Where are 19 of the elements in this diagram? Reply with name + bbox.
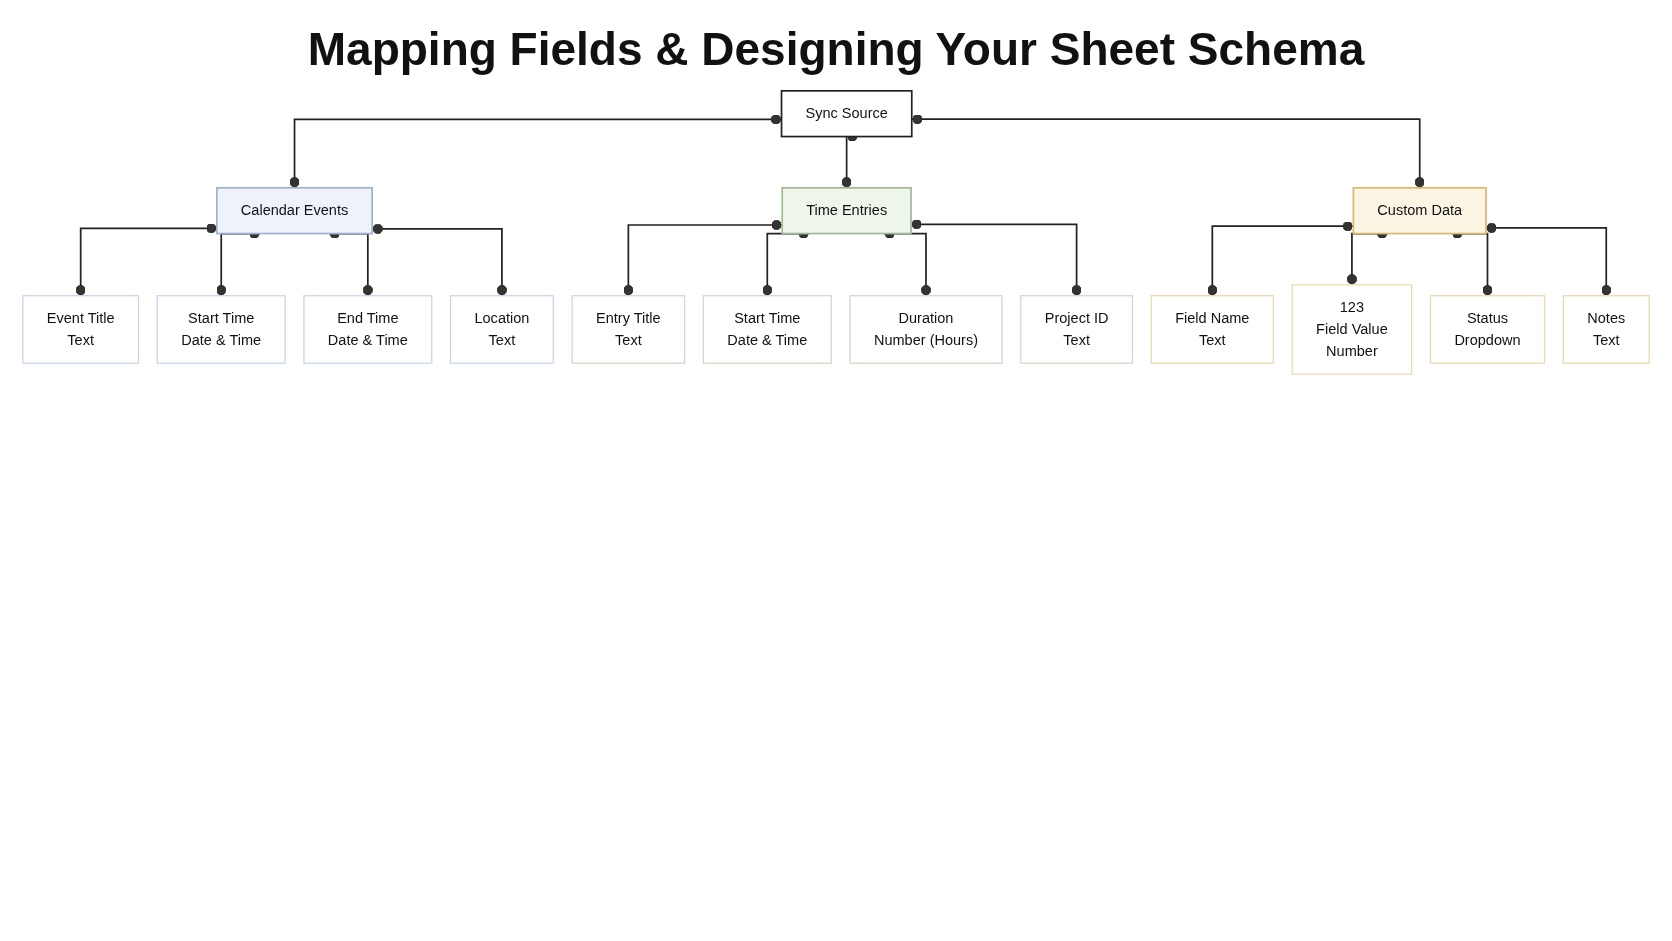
- node-box: 123 Field Value Number: [1291, 284, 1413, 375]
- node-box: Calendar Events: [216, 186, 374, 235]
- connector: [371, 223, 508, 297]
- node-box: Location Text: [449, 295, 554, 364]
- node-box: Time Entries: [781, 186, 912, 235]
- diagram-title: Mapping Fields & Designing Your Sheet Schema: [306, 22, 1366, 77]
- node-box: End Time Date & Time: [303, 295, 433, 364]
- node-box: Project ID Text: [1020, 295, 1134, 364]
- node-box: Start Time Date & Time: [156, 295, 286, 364]
- node-box: Status Dropdown: [1429, 295, 1546, 364]
- node-box: Notes Text: [1562, 295, 1650, 364]
- connector: [75, 223, 218, 297]
- node-box: Entry Title Text: [571, 295, 686, 364]
- node-box: Field Name Text: [1150, 295, 1275, 364]
- node-box: Sync Source: [780, 90, 913, 138]
- node-box: Event Title Text: [22, 295, 140, 364]
- node-box: Custom Data: [1352, 186, 1487, 235]
- node-box: Duration Number (Hours): [849, 295, 1003, 364]
- node-box: Start Time Date & Time: [702, 295, 832, 364]
